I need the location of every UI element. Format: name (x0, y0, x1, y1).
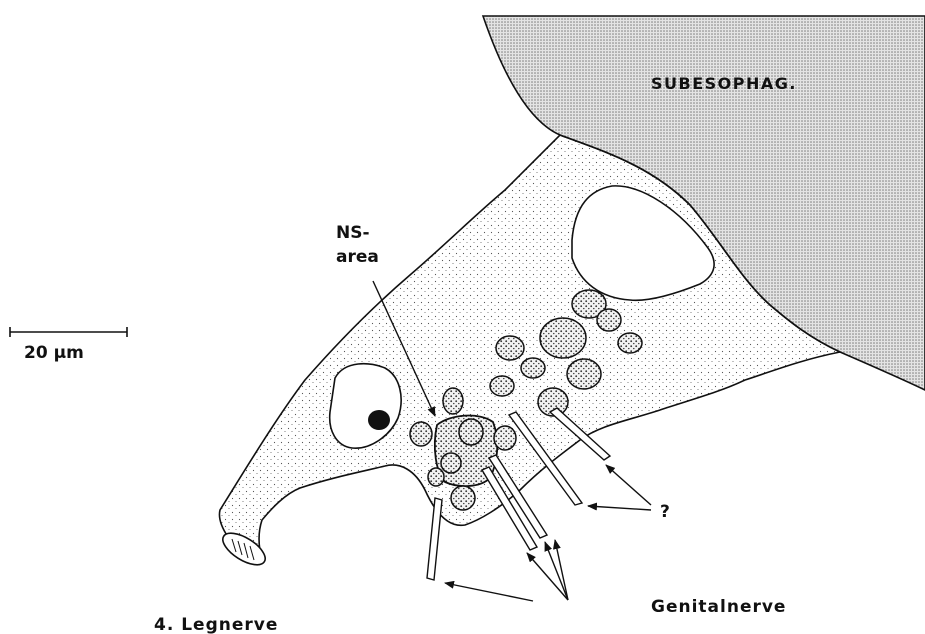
neuron-cell (567, 359, 601, 389)
ns-area-label-line2: area (336, 247, 379, 267)
scale-bar (10, 327, 127, 337)
leg-nerve-label: 4. Legnerve (154, 615, 278, 634)
neuron-cell (540, 318, 586, 358)
neuron-cell (494, 426, 516, 450)
neuron-cell (618, 333, 642, 353)
leg-nerve-arrow (445, 583, 533, 601)
genital-nerve-label: Genitalnerve (651, 597, 786, 617)
neuron-cell (496, 336, 524, 360)
neuron-cell (443, 388, 463, 414)
neuron-cell (451, 486, 475, 510)
neuron-cell (441, 453, 461, 473)
neuron-cell (521, 358, 545, 378)
question-mark-label: ? (660, 502, 670, 522)
neuron-cell (428, 468, 444, 486)
genital-arrow-2 (545, 542, 568, 600)
scale-bar-label: 20 μm (24, 343, 84, 363)
genital-arrow-3 (555, 540, 568, 600)
question-arrow-lower (588, 506, 651, 510)
nerve-fibre (427, 498, 442, 580)
question-arrow-upper (606, 465, 651, 505)
neuron-cell (490, 376, 514, 396)
neuron-cell (597, 309, 621, 331)
genital-arrow-1 (527, 553, 568, 600)
ns-area-label-line1: NS- (336, 223, 370, 243)
neuron-cell (459, 419, 483, 445)
dark-nucleus (368, 410, 390, 430)
neuron-cell (410, 422, 432, 446)
subesophageal-label: SUBESOPHAG. (651, 74, 797, 93)
